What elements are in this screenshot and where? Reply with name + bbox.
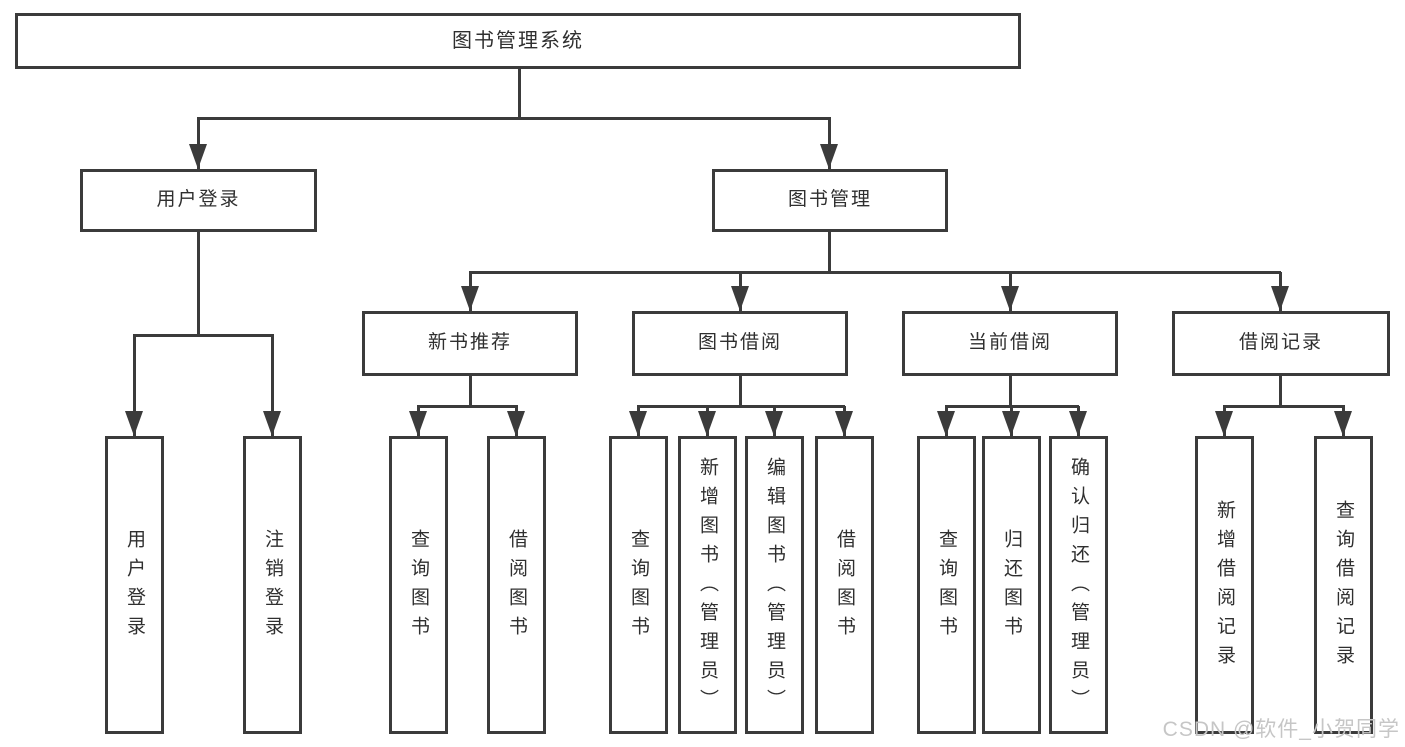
arrowhead-down-icon: [629, 411, 647, 436]
arrowhead-down-icon: [409, 411, 427, 436]
leaf-recommend-query-books: 查询图书: [389, 436, 448, 734]
arrowhead-down-icon: [820, 144, 838, 169]
connector-line: [133, 335, 136, 436]
leaf-user-login: 用户登录: [105, 436, 164, 734]
arrowhead-down-icon: [765, 411, 783, 436]
arrowhead-down-icon: [698, 411, 716, 436]
connector-line: [828, 232, 831, 273]
csdn-watermark: CSDN @软件_小贺同学: [1162, 718, 1400, 741]
connector-line: [469, 271, 1281, 274]
leaf-borrow-add-books-admin: 新增图书（管理员）: [678, 436, 737, 734]
arrowhead-down-icon: [1271, 286, 1289, 311]
leaf-current-query-books: 查询图书: [917, 436, 976, 734]
arrowhead-down-icon: [125, 411, 143, 436]
node-user-login: 用户登录: [80, 169, 317, 232]
leaf-recommend-borrow-books: 借阅图书: [487, 436, 546, 734]
arrowhead-down-icon: [1069, 411, 1087, 436]
leaf-borrow-edit-books-admin: 编辑图书（管理员）: [745, 436, 804, 734]
connector-line: [1009, 376, 1012, 407]
arrowhead-down-icon: [461, 286, 479, 311]
leaf-record-query-borrow-record: 查询借阅记录: [1314, 436, 1373, 734]
connector-line: [271, 335, 274, 436]
connector-line: [637, 405, 845, 408]
node-borrow-record: 借阅记录: [1172, 311, 1390, 376]
connector-line: [1223, 405, 1345, 408]
arrowhead-down-icon: [937, 411, 955, 436]
leaf-current-confirm-return-admin: 确认归还（管理员）: [1049, 436, 1108, 734]
arrowhead-down-icon: [263, 411, 281, 436]
node-root-system: 图书管理系统: [15, 13, 1021, 69]
leaf-record-add-borrow-record: 新增借阅记录: [1195, 436, 1254, 734]
arrowhead-down-icon: [189, 144, 207, 169]
connector-line: [469, 376, 472, 407]
node-new-book-recommend: 新书推荐: [362, 311, 578, 376]
connector-line: [197, 232, 200, 336]
leaf-current-return-books: 归还图书: [982, 436, 1041, 734]
arrowhead-down-icon: [507, 411, 525, 436]
leaf-borrow-query-books: 查询图书: [609, 436, 668, 734]
connector-line: [828, 118, 831, 169]
arrowhead-down-icon: [1334, 411, 1352, 436]
connector-line: [197, 118, 200, 169]
arrowhead-down-icon: [1215, 411, 1233, 436]
connector-line: [739, 376, 742, 407]
connector-line: [197, 117, 831, 120]
node-current-borrow: 当前借阅: [902, 311, 1118, 376]
arrowhead-down-icon: [835, 411, 853, 436]
connector-line: [417, 405, 518, 408]
arrowhead-down-icon: [1001, 286, 1019, 311]
leaf-borrow-borrow-books: 借阅图书: [815, 436, 874, 734]
node-book-management: 图书管理: [712, 169, 948, 232]
arrowhead-down-icon: [731, 286, 749, 311]
connector-line: [518, 69, 521, 119]
leaf-logout: 注销登录: [243, 436, 302, 734]
arrowhead-down-icon: [1002, 411, 1020, 436]
connector-line: [133, 334, 274, 337]
connector-line: [1279, 376, 1282, 407]
node-book-borrow: 图书借阅: [632, 311, 848, 376]
